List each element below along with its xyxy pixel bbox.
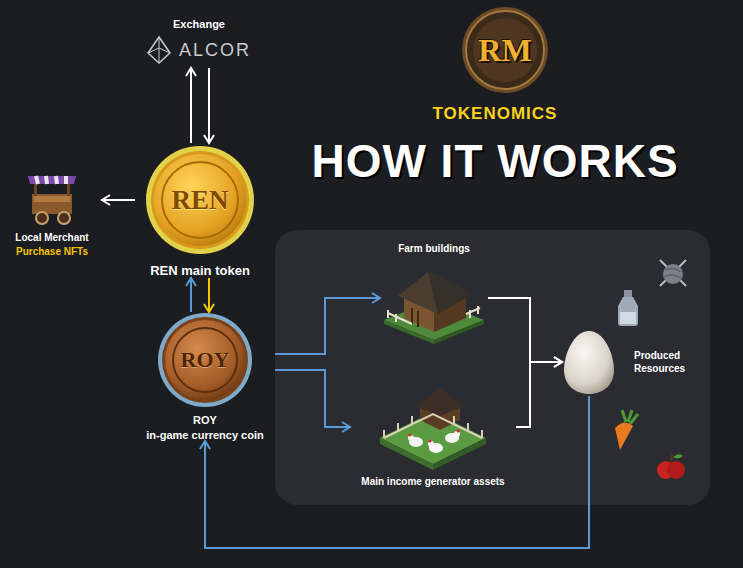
ren-coin-art-part: [146, 146, 254, 254]
diagram-node: Local MerchantPurchase NFTs: [2, 172, 102, 257]
alcor-icon: [147, 36, 171, 64]
diagram-node: Main income generator assets: [350, 382, 516, 487]
chicken-coop-part: [457, 430, 460, 433]
coin-label: REN main token: [135, 263, 265, 278]
chicken-coop-part: [433, 438, 486, 470]
flow-arrow: [208, 278, 210, 312]
coin-text: REN: [145, 145, 255, 255]
apple-icon-part: [673, 454, 683, 458]
coin-label: ROY: [135, 414, 275, 426]
merchant-cart-part: [34, 196, 70, 202]
merchant-note: Purchase NFTs: [2, 246, 102, 257]
building-label: Main income generator assets: [350, 476, 516, 487]
farm-building: [382, 258, 486, 346]
diagram-node: Produced Resources: [562, 328, 698, 396]
carrot-icon: [615, 410, 638, 450]
yarn-icon-part: [660, 260, 686, 286]
chicken-coop: [378, 382, 488, 472]
diagram-title: HOW IT WORKS: [265, 134, 725, 188]
merchant-name: Local Merchant: [2, 232, 102, 243]
roy-coin: ROY: [157, 312, 253, 408]
carrot-icon-part: [615, 422, 633, 450]
chicken-coop-part: [409, 434, 412, 437]
apple-icon: [657, 454, 685, 479]
flow-arrow: [208, 68, 210, 143]
exchange-heading: Exchange: [138, 18, 260, 30]
flow-arrow: [102, 199, 135, 201]
diagram-node: Farm buildings: [380, 243, 488, 346]
alcor-icon-part: [148, 37, 170, 63]
label-text: TOKENOMICS: [400, 104, 590, 124]
chicken-coop-part: [429, 440, 432, 443]
rm-logo-part: [462, 7, 548, 93]
merchant-cart-part: [58, 212, 70, 224]
chicken-coop-part: [384, 416, 482, 438]
alcor-icon-part: [148, 37, 170, 63]
rm-logo: [462, 7, 548, 93]
merchant-cart-part: [28, 176, 76, 184]
exchange-name: ALCOR: [179, 40, 251, 61]
resource-panel: [275, 230, 710, 505]
label-text: RM: [462, 28, 548, 72]
farm-building-part: [466, 306, 480, 318]
coin-label: in-game currency coin: [135, 429, 275, 441]
flow-arrow: [205, 396, 589, 548]
chicken-coop-part: [380, 438, 433, 470]
flow-arrow: [190, 278, 192, 312]
building-label: Farm buildings: [380, 243, 488, 254]
flow-arrow: [275, 370, 350, 427]
egg-resource-part: [564, 331, 614, 394]
yarn-icon-part: [664, 268, 682, 279]
farm-building-part: [388, 310, 412, 324]
diagram-node: REN REN main token: [135, 145, 265, 278]
egg-resource: [562, 328, 616, 396]
resource-label: Produced Resources: [634, 349, 696, 376]
bottle-icon-part: [618, 297, 638, 326]
flow-arrow: [516, 362, 562, 427]
bottle-icon: [618, 290, 638, 326]
diagram-node: ExchangeALCOR: [138, 18, 260, 64]
merchant-cart: [24, 172, 80, 226]
ren-coin: REN: [145, 145, 255, 255]
apple-icon-part: [671, 455, 672, 461]
carrot-icon-part: [622, 410, 638, 424]
yarn-icon-part: [663, 264, 683, 284]
yarn-icon: [660, 260, 686, 286]
coin-text: ROY: [157, 312, 253, 408]
flow-arrow: [488, 298, 562, 362]
roy-coin-art-part: [158, 313, 252, 407]
chicken-coop-part: [416, 388, 464, 416]
chicken-coop-part: [384, 414, 482, 438]
exchange-logo: ALCOR: [138, 36, 260, 64]
farm-building-part: [428, 272, 472, 314]
yarn-icon-part: [660, 260, 686, 286]
farm-building-part: [412, 308, 418, 327]
flow-arrow: [275, 298, 380, 354]
merchant-cart-part: [32, 194, 72, 214]
flow-arrow: [190, 68, 192, 143]
bottle-icon-part: [624, 290, 632, 297]
merchant-cart-part: [36, 212, 48, 224]
merchant-cart-part: [36, 176, 66, 184]
apple-icon-part: [667, 461, 685, 479]
diagram-node: ROY ROY in-game currency coin: [135, 312, 275, 441]
bottle-icon-part: [620, 312, 636, 324]
